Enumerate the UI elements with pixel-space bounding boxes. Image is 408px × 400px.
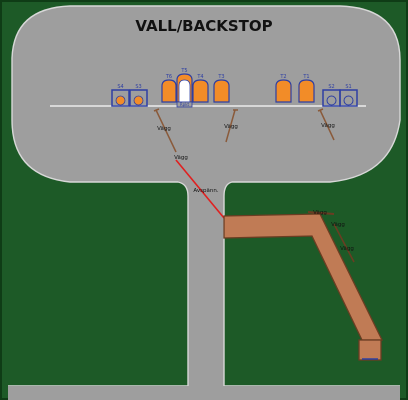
label-walkway-2: Vägg — [331, 222, 345, 228]
label-t4: T4 — [196, 74, 203, 80]
label-t6: T6 — [165, 74, 172, 80]
platform: Rpkt — [176, 101, 193, 108]
tension-rope: Avspänn. — [175, 159, 225, 219]
label-wall-1: Vägg — [157, 126, 171, 132]
tent-t4: T4 — [192, 74, 209, 103]
station-s3: S3 — [129, 84, 148, 107]
tent-t6: T6 — [161, 74, 177, 103]
tent-t5: T5 — [176, 68, 193, 103]
tent-t3: T3 — [213, 74, 230, 103]
label-s1: S1 — [345, 84, 351, 90]
wall-pipe-center: Vägg — [224, 109, 238, 143]
tent-t1: T1 — [298, 74, 315, 103]
label-platform: Rpkt — [180, 102, 190, 107]
label-s4: S4 — [117, 84, 123, 90]
gravel-bottom-strip — [8, 386, 400, 400]
label-rope: Avspänn. — [193, 188, 218, 194]
label-t3: T3 — [217, 74, 224, 80]
page-title: VALL/BACKSTOP — [135, 17, 272, 35]
label-walkway-1: Vägg — [313, 210, 327, 216]
wall-pipe-left: Vägg Vägg — [153, 108, 188, 161]
label-s2: S2 — [328, 84, 334, 90]
station-s2: S2 — [322, 84, 341, 107]
gravel-area — [11, 5, 401, 400]
wall-pipe-right: Vägg — [317, 108, 335, 141]
label-wall-2: Vägg — [174, 155, 188, 161]
label-t2: T2 — [279, 74, 286, 80]
tent-t2: T2 — [275, 74, 292, 103]
station-s4: S4 — [111, 84, 130, 107]
station-s1: S1 — [339, 84, 358, 107]
walkway: Vägg Vägg Vägg — [223, 210, 384, 361]
label-walkway-3: Vägg — [340, 246, 354, 252]
label-wall-3: Vägg — [224, 124, 238, 130]
label-t1: T1 — [302, 74, 309, 80]
label-s3: S3 — [135, 84, 141, 90]
label-t5: T5 — [180, 68, 187, 74]
label-wall-4: Vägg — [321, 123, 335, 129]
